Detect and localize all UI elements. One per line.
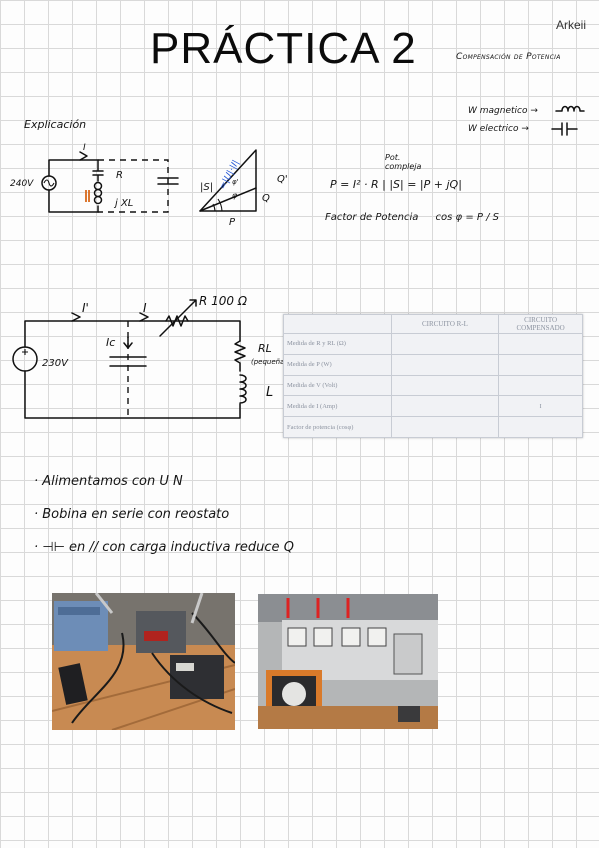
- circuit2-source-label: 230V: [42, 358, 69, 369]
- voltage-source-icon: [12, 346, 38, 372]
- triangle-p-label: P: [229, 217, 236, 228]
- author-name: Arkeii: [556, 18, 587, 32]
- triangle-outline: [199, 149, 257, 212]
- circuit2-rheostat-label: R 100 Ω: [199, 294, 248, 308]
- table-cell: Factor de potencia (cosφ): [283, 416, 392, 438]
- table-cell: Medida de I (Amp): [283, 395, 392, 418]
- bullet-item: · ⊣⊢ en // con carga inductiva reduce Q: [34, 540, 294, 555]
- pot-compleja-note: Pot. compleja: [385, 153, 421, 171]
- circuit1-reactance-label: j XL: [113, 198, 133, 209]
- triangle-q-label: Q: [262, 193, 270, 204]
- circuit1-source-label: 240V: [10, 179, 34, 189]
- bullet-item: · Bobina en serie con reostato: [34, 507, 230, 522]
- triangle-phi-prime-label: φ': [232, 178, 239, 186]
- capacitor-symbol-icon: [551, 122, 578, 136]
- power-factor-label: Factor de Potencia: [325, 212, 419, 223]
- table-header-cell: CIRCUITO COMPENSADO: [498, 314, 583, 334]
- current-arrow-icon: [79, 151, 88, 161]
- measurement-table-image: CIRCUITO R-L CIRCUITO COMPENSADO Medida …: [283, 314, 583, 438]
- inductor-l-symbol-icon: [239, 374, 247, 404]
- measurement-table: CIRCUITO R-L CIRCUITO COMPENSADO Medida …: [283, 314, 583, 438]
- power-factor-formula: cos φ = P / S: [435, 212, 499, 223]
- lab-photo-2-image: [258, 594, 438, 729]
- circuit2-i-prime-label: I': [82, 301, 89, 315]
- triangle-phi-label: φ: [232, 191, 238, 200]
- circuit1-capacitor-branch: [98, 159, 169, 213]
- section-title-explicacion: Explicación: [24, 118, 87, 131]
- circuit2-rl-note: (pequeña): [251, 358, 287, 366]
- circuit2-i-label: I: [143, 301, 147, 315]
- legend-electric-label: W electrico →: [468, 124, 529, 134]
- table-cell: Medida de R y RL (Ω): [283, 333, 392, 355]
- table-cell: I: [498, 395, 583, 418]
- table-row: Medida de V (Volt): [283, 374, 583, 397]
- table-cell: [498, 416, 583, 438]
- capacitor-symbol-icon: [109, 356, 147, 367]
- lab-photo-1-image: [52, 593, 235, 730]
- circuit1-resistor-label: R: [116, 170, 123, 181]
- circuit2-rl-label: RL: [258, 342, 272, 355]
- table-cell: Medida de V (Volt): [283, 374, 392, 397]
- circuit2-wires: [24, 320, 241, 419]
- table-cell: [390, 333, 500, 355]
- triangle-compensated-hyp: [199, 187, 257, 212]
- table-row: Medida de I (Amp) I: [283, 395, 583, 418]
- table-cell: [390, 374, 500, 397]
- table-cell: [390, 353, 500, 376]
- compleja-label: compleja: [385, 162, 422, 171]
- resistor-rl-symbol-icon: [234, 340, 246, 372]
- page-title: PRÁCTICA 2: [150, 24, 417, 73]
- current-arrows-icon: [71, 312, 149, 322]
- capacitor-symbol-icon: [157, 177, 179, 185]
- magnetic-field-mark-icon: [85, 190, 90, 202]
- page-subtitle: Compensación de Potencia: [456, 52, 561, 62]
- table-header-cell: [283, 314, 392, 334]
- power-factor-line: Factor de Potencia cos φ = P / S: [325, 212, 499, 223]
- ic-arrow-icon: [123, 336, 133, 349]
- triangle-q-prime-label: Q': [277, 174, 288, 185]
- lab-photo-1: [52, 593, 235, 730]
- table-row: Medida de P (W): [283, 353, 583, 376]
- table-row: Factor de potencia (cosφ): [283, 416, 583, 438]
- circuit1-wires: [48, 159, 99, 213]
- table-header-row: CIRCUITO R-L CIRCUITO COMPENSADO: [283, 314, 583, 334]
- resistor-symbol-icon: [92, 170, 104, 182]
- table-row: Medida de R y RL (Ω): [283, 333, 583, 355]
- lab-photo-2: [258, 594, 438, 729]
- triangle-angle-arcs: [212, 198, 223, 212]
- inductor-symbol-icon: [555, 105, 585, 112]
- power-formula: P = I² · R | |S| = |P + jQ|: [330, 178, 462, 191]
- circuit2-l-label: L: [266, 385, 273, 400]
- bullet-item: · Alimentamos con U N: [34, 474, 183, 489]
- table-header-cell: CIRCUITO R-L: [390, 314, 500, 334]
- circuit2-ic-label: Ic: [106, 336, 115, 349]
- table-cell: [498, 333, 583, 355]
- circuit1-current-label: I: [83, 143, 86, 153]
- triangle-s-label: |S|: [200, 182, 213, 193]
- table-cell: [390, 395, 500, 418]
- table-cell: [390, 416, 500, 438]
- table-cell: [498, 374, 583, 397]
- table-cell: Medida de P (W): [283, 353, 392, 376]
- inductor-coil-icon: [93, 181, 103, 205]
- legend-magnetic-label: W magnetico →: [468, 106, 538, 116]
- pot-label: Pot.: [385, 153, 401, 162]
- rheostat-symbol-icon: [159, 299, 197, 337]
- table-cell: [498, 353, 583, 376]
